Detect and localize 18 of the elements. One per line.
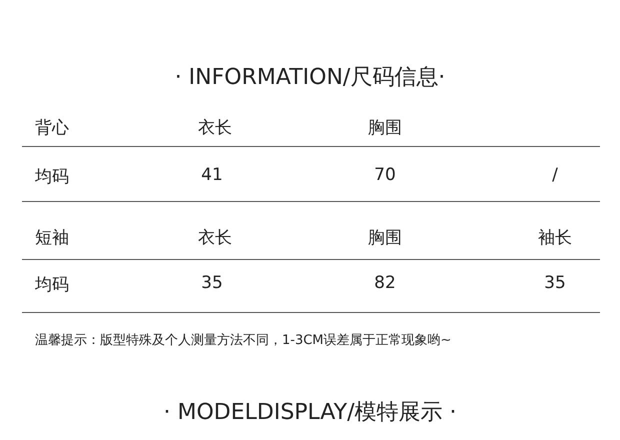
value-text: 41: [201, 165, 223, 185]
value-text: 82: [374, 273, 396, 293]
value-text: 70: [374, 165, 396, 185]
size-label: 均码: [35, 166, 69, 188]
value-text: /: [552, 165, 558, 185]
column-header: 衣长: [198, 227, 232, 249]
value-text: 35: [544, 273, 566, 293]
value-text: 35: [201, 273, 223, 293]
column-header: 衣长: [198, 117, 232, 139]
heading: · INFORMATION/尺码信息·: [174, 64, 446, 92]
column-header: 背心: [35, 117, 69, 139]
column-header: 胸围: [368, 227, 402, 249]
column-header: 袖长: [538, 227, 572, 249]
size-label: 均码: [35, 274, 69, 296]
column-header: 胸围: [368, 117, 402, 139]
heading: · MODELDISPLAY/模特展示 ·: [164, 399, 456, 427]
note-text: 温馨提示：版型特殊及个人测量方法不同，1-3CM误差属于正常现象哟~: [35, 332, 452, 349]
column-header: 短袖: [35, 227, 69, 249]
